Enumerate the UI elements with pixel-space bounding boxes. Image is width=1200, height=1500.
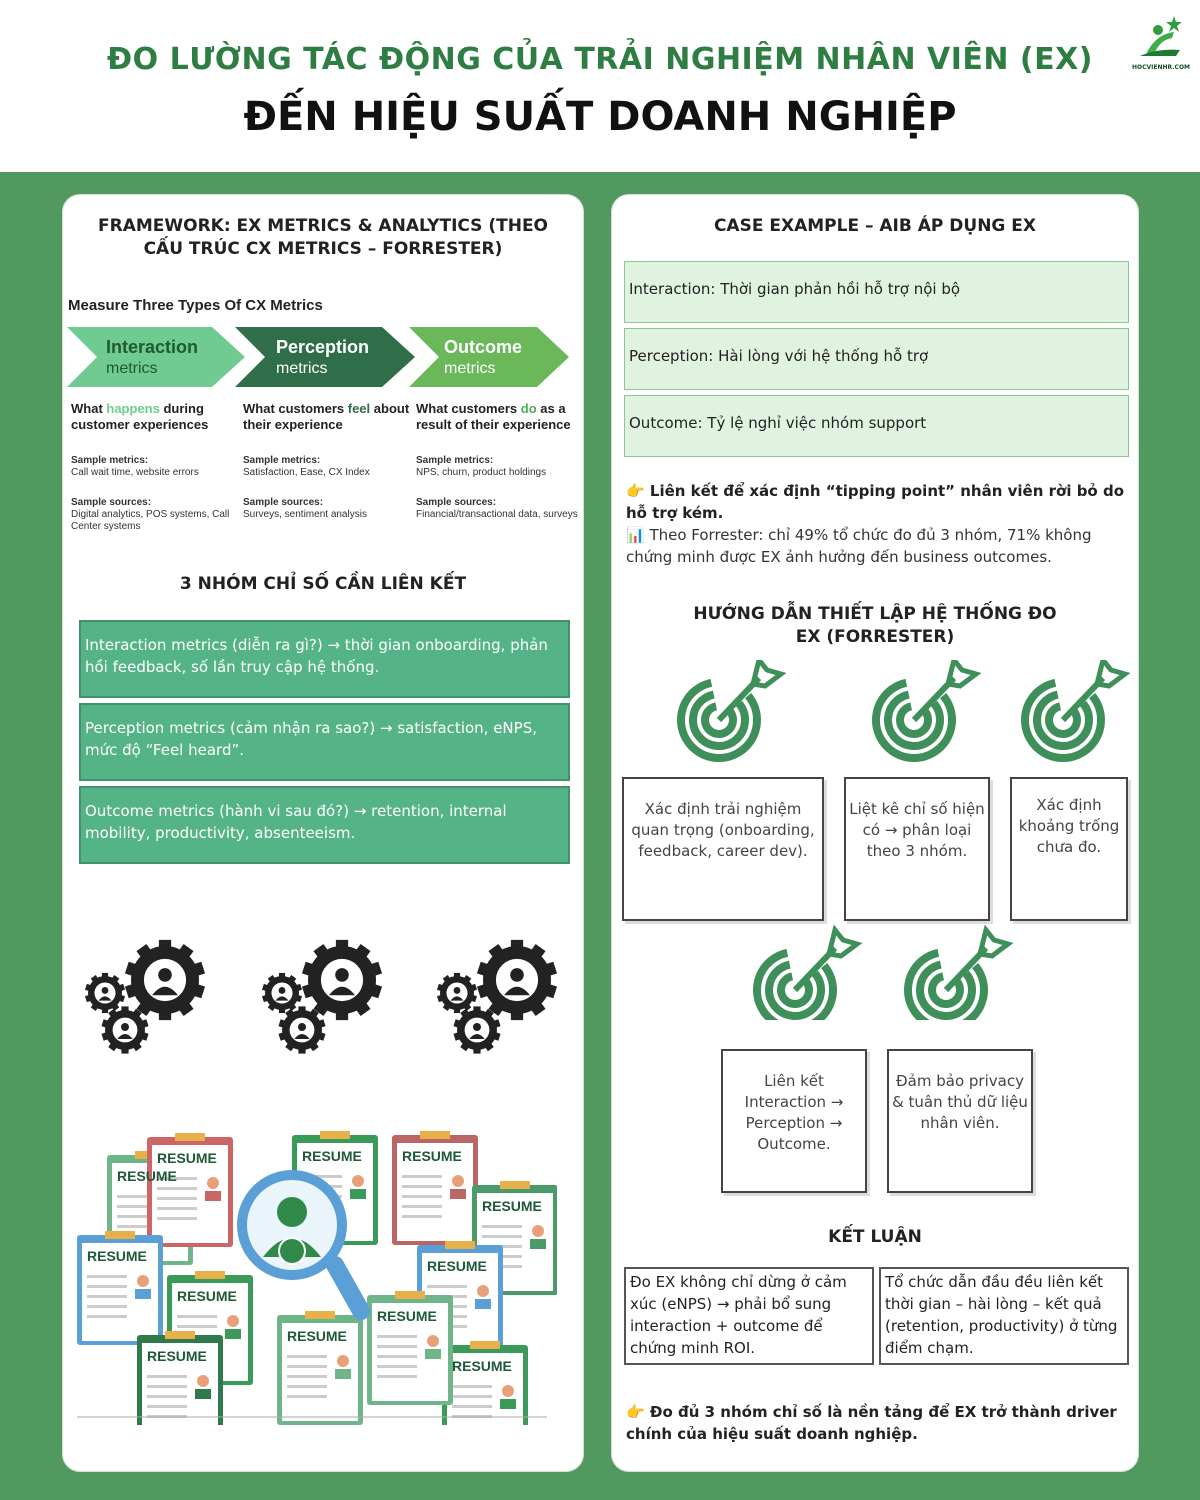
final-note: 👉 Đo đủ 3 nhóm chỉ số là nền tảng để EX … xyxy=(626,1403,1117,1443)
gear-icon xyxy=(124,939,206,1021)
resume-clipboard-body xyxy=(277,1311,363,1425)
forrester-stat-note: 📊 Theo Forrester: chỉ 49% tổ chức đo đủ … xyxy=(626,526,1092,566)
resume-clipboard: RESUME xyxy=(157,1150,217,1166)
framework-title: FRAMEWORK: EX METRICS & ANALYTICS (THEO … xyxy=(97,216,549,259)
resume-clipboard: RESUME xyxy=(482,1198,542,1214)
gear-icon xyxy=(84,972,126,1014)
gears-illustration xyxy=(84,939,558,1054)
resume-clipboard: RESUME xyxy=(302,1148,362,1164)
guide-title: HƯỚNG DẪN THIẾT LẬP HỆ THỐNG ĐO EX (FORR… xyxy=(693,604,1057,647)
magnifier-icon xyxy=(237,1170,370,1320)
step-2: Liệt kê chỉ số hiện có → phân loại theo … xyxy=(844,777,990,921)
header: ĐO LƯỜNG TÁC ĐỘNG CỦA TRẢI NGHIỆM NHÂN V… xyxy=(0,0,1200,172)
resume-clipboard-body xyxy=(137,1331,223,1425)
gear-icon xyxy=(278,1006,326,1054)
resume-labels: RESUME RESUME RESUME RESUME RESUME RESUME RESU… xyxy=(87,1148,542,1374)
case-outcome: Outcome: Tỷ lệ nghỉ việc nhóm support xyxy=(624,395,1129,457)
chevron-arrows xyxy=(67,327,569,387)
groups-title: 3 NHÓM CHỈ SỐ CẦN LIÊN KẾT xyxy=(179,574,467,594)
logo: HOCVIENHR.COM xyxy=(1128,14,1194,71)
target-icon xyxy=(753,924,863,1020)
chevron-interaction xyxy=(67,327,245,387)
resume-clipboard-body xyxy=(442,1341,528,1425)
resume-clipboard: RESUME xyxy=(452,1358,512,1374)
cx-heading: Measure Three Types Of CX Metrics xyxy=(68,297,323,314)
tipping-point-note: 👉 Liên kết để xác định “tipping point” n… xyxy=(626,482,1125,522)
conclusion-1: Đo EX không chỉ dừng ở cảm xúc (eNPS) → … xyxy=(624,1267,874,1365)
logo-icon xyxy=(1140,16,1182,56)
conclusion-2: Tổ chức dẫn đầu đều liên kết thời gian –… xyxy=(879,1267,1129,1365)
framework-card: FRAMEWORK: EX METRICS & ANALYTICS (THEO … xyxy=(62,194,584,1472)
step-1: Xác định trải nghiệm quan trọng (onboard… xyxy=(622,777,824,921)
resume-clipboard-body xyxy=(367,1291,453,1405)
group-interaction: Interaction metrics (diễn ra gì?) → thời… xyxy=(79,620,570,698)
conclusion-title: KẾT LUẬN xyxy=(828,1227,922,1247)
gear-icon xyxy=(261,972,303,1014)
case-title: CASE EXAMPLE – AIB ÁP DỤNG EX xyxy=(713,216,1037,236)
group-perception: Perception metrics (cảm nhận ra sao?) → … xyxy=(79,703,570,781)
resume-clipboard-body xyxy=(77,1231,163,1345)
target-icon xyxy=(1021,660,1131,762)
case-card: CASE EXAMPLE – AIB ÁP DỤNG EX Interactio… xyxy=(611,194,1139,1472)
resume-clipboard: RESUME xyxy=(427,1258,487,1274)
cx-column-outcome: What customers do as a result of their e… xyxy=(416,401,578,520)
target-icon xyxy=(904,924,1014,1020)
resume-bodies xyxy=(77,1131,557,1425)
gear-icon xyxy=(101,1006,149,1054)
resume-clipboard-body xyxy=(147,1133,233,1247)
gear-icon xyxy=(453,1006,501,1054)
cx-column-perception: What customers feel about their experien… xyxy=(243,401,410,520)
group-outcome: Outcome metrics (hành vi sau đó?) → rete… xyxy=(79,786,570,864)
gear-icon xyxy=(476,939,558,1021)
target-icon xyxy=(872,660,982,762)
title-line2: ĐẾN HIỆU SUẤT DOANH NGHIỆP xyxy=(243,94,957,140)
target-icons xyxy=(677,660,1131,1020)
resume-clipboard: RESUME xyxy=(147,1348,207,1364)
case-perception: Perception: Hài lòng với hệ thống hỗ trợ xyxy=(624,328,1129,390)
resume-clipboard-body xyxy=(392,1131,478,1245)
gear-icon xyxy=(301,939,383,1021)
resume-clipboard: RESUME xyxy=(287,1328,347,1344)
step-4: Liên kết Interaction → Perception → Outc… xyxy=(721,1049,867,1193)
resume-clipboard: RESUME xyxy=(87,1248,147,1264)
case-interaction: Interaction: Thời gian phản hồi hỗ trợ n… xyxy=(624,261,1129,323)
step-3: Xác định khoảng trống chưa đo. xyxy=(1010,777,1128,921)
logo-text: HOCVIENHR.COM xyxy=(1131,64,1191,71)
resumes-illustration: RESUME RESUME RESUME RESUME RESUME RESUME RESU… xyxy=(77,1131,557,1425)
resume-clipboard: RESUME xyxy=(117,1168,177,1184)
resume-clipboard: RESUME xyxy=(177,1288,237,1304)
chevron-perception xyxy=(235,327,415,387)
step-5: Đảm bảo privacy & tuân thủ dữ liệu nhân … xyxy=(887,1049,1033,1193)
chevron-outcome xyxy=(409,327,569,387)
resume-clipboard: RESUME xyxy=(377,1308,437,1324)
cx-column-interaction: What happens during customer experiences… xyxy=(71,401,230,532)
title-line1: ĐO LƯỜNG TÁC ĐỘNG CỦA TRẢI NGHIỆM NHÂN V… xyxy=(107,42,1093,77)
target-icon xyxy=(677,660,787,762)
resume-clipboard: RESUME xyxy=(402,1148,462,1164)
gear-icon xyxy=(436,972,478,1014)
